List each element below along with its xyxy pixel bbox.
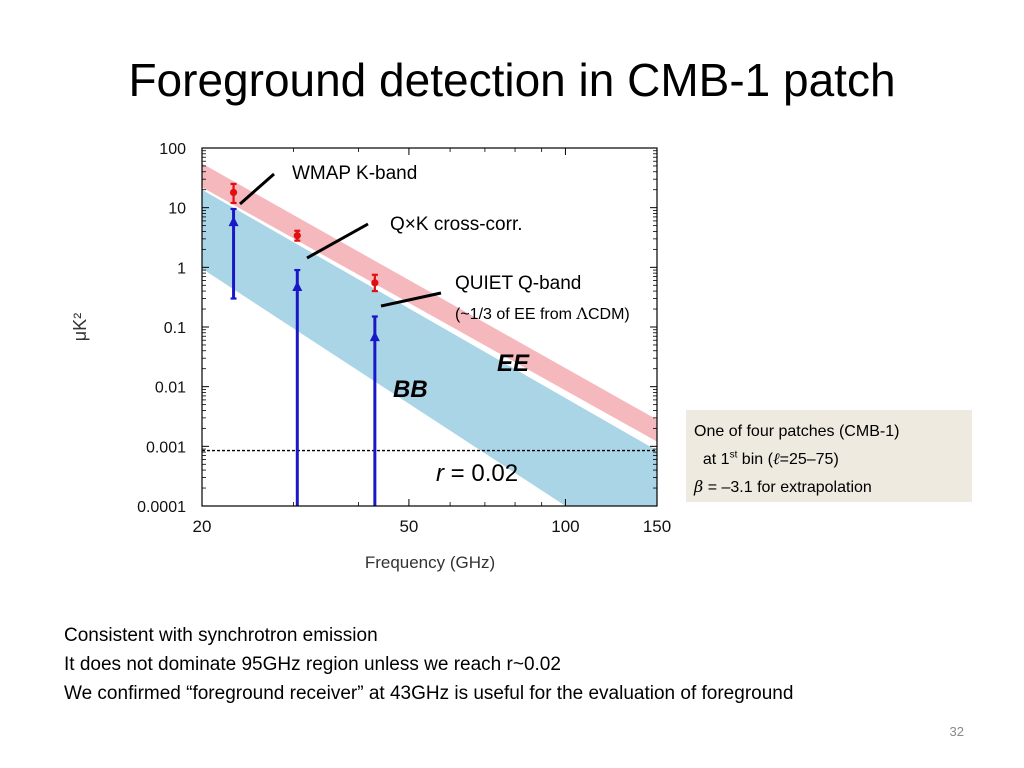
band-ee bbox=[202, 163, 657, 442]
data-point-bb bbox=[369, 331, 380, 342]
band-label-ee: EE bbox=[497, 350, 530, 377]
annotation-wmap-k-band: WMAP K-band bbox=[292, 163, 417, 184]
annotation-quiet-q-band: QUIET Q-band bbox=[455, 273, 581, 294]
info-line-1: One of four patches (CMB-1) bbox=[694, 423, 900, 440]
data-point-ee bbox=[371, 279, 379, 287]
y-tick-label: 1 bbox=[177, 260, 186, 277]
data-point-bb bbox=[228, 216, 239, 227]
annotation-qk-cross-corr: Q×K cross-corr. bbox=[390, 214, 523, 235]
labels-layer: 0.0001 0.001 0.01 0.1 1 10 100 20 50 100 150 bbox=[137, 141, 671, 536]
x-tick-label: 20 bbox=[193, 517, 212, 536]
bullet-item: We confirmed “foreground receiver” at 43… bbox=[64, 683, 794, 704]
data-point-ee bbox=[229, 188, 238, 197]
x-tick-label: 50 bbox=[399, 517, 418, 536]
data-point-ee bbox=[293, 232, 301, 240]
info-box: One of four patches (CMB-1) at 1st bin (… bbox=[686, 410, 972, 502]
info-line-3: β = –3.1 for extrapolation bbox=[694, 477, 872, 496]
annotation-quiet-note: (~1/3 of EE from ΛCDM) bbox=[455, 304, 630, 323]
x-tick-label: 150 bbox=[643, 517, 671, 536]
slide-number: 32 bbox=[949, 724, 964, 739]
band-bb bbox=[202, 189, 657, 506]
data-point-bb bbox=[292, 281, 303, 292]
y-tick-label: 0.01 bbox=[155, 380, 186, 397]
y-tick-label: 10 bbox=[168, 201, 186, 218]
bullet-list: Consistent with synchrotron emission It … bbox=[64, 621, 1004, 708]
leader-quiet bbox=[380, 291, 442, 308]
y-tick-label: 100 bbox=[159, 141, 186, 158]
x-axis-label: Frequency (GHz) bbox=[365, 553, 495, 572]
leader-qk bbox=[306, 222, 369, 260]
y-tick-label: 0.0001 bbox=[137, 499, 186, 516]
bands-layer bbox=[202, 163, 657, 506]
info-line-2: at 1st bin (ℓ=25–75) bbox=[702, 449, 839, 468]
bullet-item: It does not dominate 95GHz region unless… bbox=[64, 654, 561, 675]
leader-wmap bbox=[239, 172, 275, 206]
ticks-layer bbox=[201, 147, 658, 507]
slide-title: Foreground detection in CMB-1 patch bbox=[128, 54, 896, 106]
y-tick-label: 0.001 bbox=[146, 439, 186, 456]
y-axis-label: μK² bbox=[70, 313, 90, 341]
bullet-item: Consistent with synchrotron emission bbox=[64, 625, 378, 646]
x-tick-label: 100 bbox=[551, 517, 579, 536]
markers-layer bbox=[228, 182, 380, 506]
chart: 0.0001 0.001 0.01 0.1 1 10 100 20 50 100 150 Frequ… bbox=[70, 141, 671, 572]
y-tick-label: 0.1 bbox=[164, 320, 186, 337]
band-label-bb: BB bbox=[393, 376, 428, 403]
reference-line-label: r = 0.02 bbox=[436, 460, 518, 487]
